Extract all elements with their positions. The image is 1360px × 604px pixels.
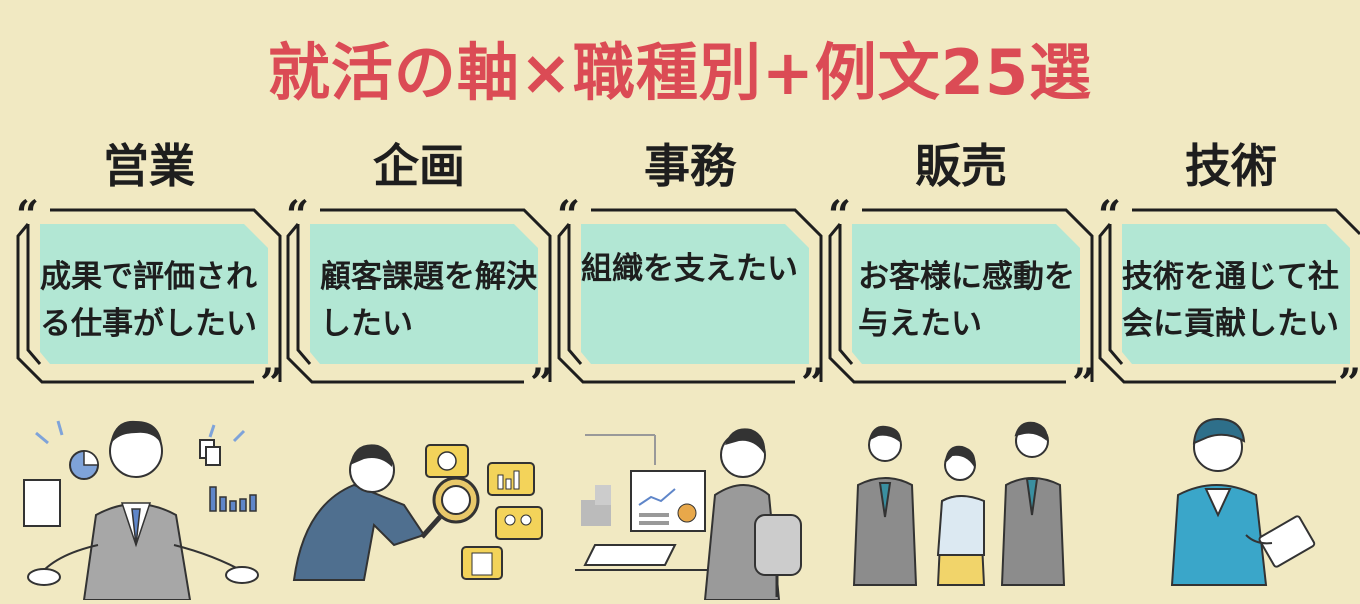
quote-card: “ 顧客課題を解決したい ” [284, 192, 556, 407]
card-text: 組織を支えたい [581, 251, 798, 287]
quote-card-frame [286, 208, 552, 384]
column-heading: 技術 [1185, 139, 1277, 193]
quote-card: “ 技術を通じて社会に貢献したい ” [1096, 192, 1360, 407]
card-text: 顧客課題を解決したい [320, 259, 537, 342]
quote-card-frame [828, 208, 1094, 384]
column-engineering: 技術 “ 技術を通じて社会に貢献したい ” [1096, 0, 1360, 600]
close-quote-icon: ” [801, 360, 825, 407]
engineer-clipboard-illustration [1096, 405, 1360, 600]
quote-card-frame [1098, 208, 1360, 384]
quote-card-frame [557, 208, 823, 384]
column-sales: 営業 “ 成果で評価される仕事がしたい ” [14, 0, 286, 601]
page-title: 就活の軸×職種別+例文25選 [267, 36, 1093, 109]
column-heading: 販売 [915, 139, 1007, 193]
column-retail: 販売 “ お客様に感動を与えたい ” [826, 0, 1096, 600]
open-quote-icon: “ [286, 192, 310, 239]
quote-card: “ 成果で評価される仕事がしたい ” [14, 192, 286, 407]
office-worker-computer-illustration [555, 405, 825, 601]
column-heading: 企画 [373, 139, 465, 193]
open-quote-icon: “ [1098, 192, 1122, 239]
quote-card: “ お客様に感動を与えたい ” [826, 192, 1098, 407]
column-office: 事務 “ 組織を支えたい ” [555, 0, 827, 601]
quote-card: “ 組織を支えたい ” [555, 192, 827, 407]
card-text: お客様に感動を与えたい [858, 259, 1075, 342]
column-heading: 事務 [644, 139, 736, 193]
close-quote-icon: ” [530, 360, 554, 407]
column-heading: 営業 [103, 139, 195, 193]
planner-magnifying-glass-illustration [284, 405, 554, 600]
open-quote-icon: “ [828, 192, 852, 239]
open-quote-icon: “ [16, 192, 40, 239]
open-quote-icon: “ [557, 192, 581, 239]
salesperson-presenting-illustration [14, 405, 284, 601]
column-planning: 企画 “ 顧客課題を解決したい ” [284, 0, 554, 600]
card-text: 成果で評価される仕事がしたい [40, 259, 257, 342]
quote-card-frame [16, 208, 282, 384]
retail-staff-group-illustration [826, 405, 1096, 600]
close-quote-icon: ” [1072, 360, 1096, 407]
close-quote-icon: ” [1338, 360, 1360, 407]
card-text: 技術を通じて社会に貢献したい [1122, 259, 1339, 342]
close-quote-icon: ” [260, 360, 284, 407]
